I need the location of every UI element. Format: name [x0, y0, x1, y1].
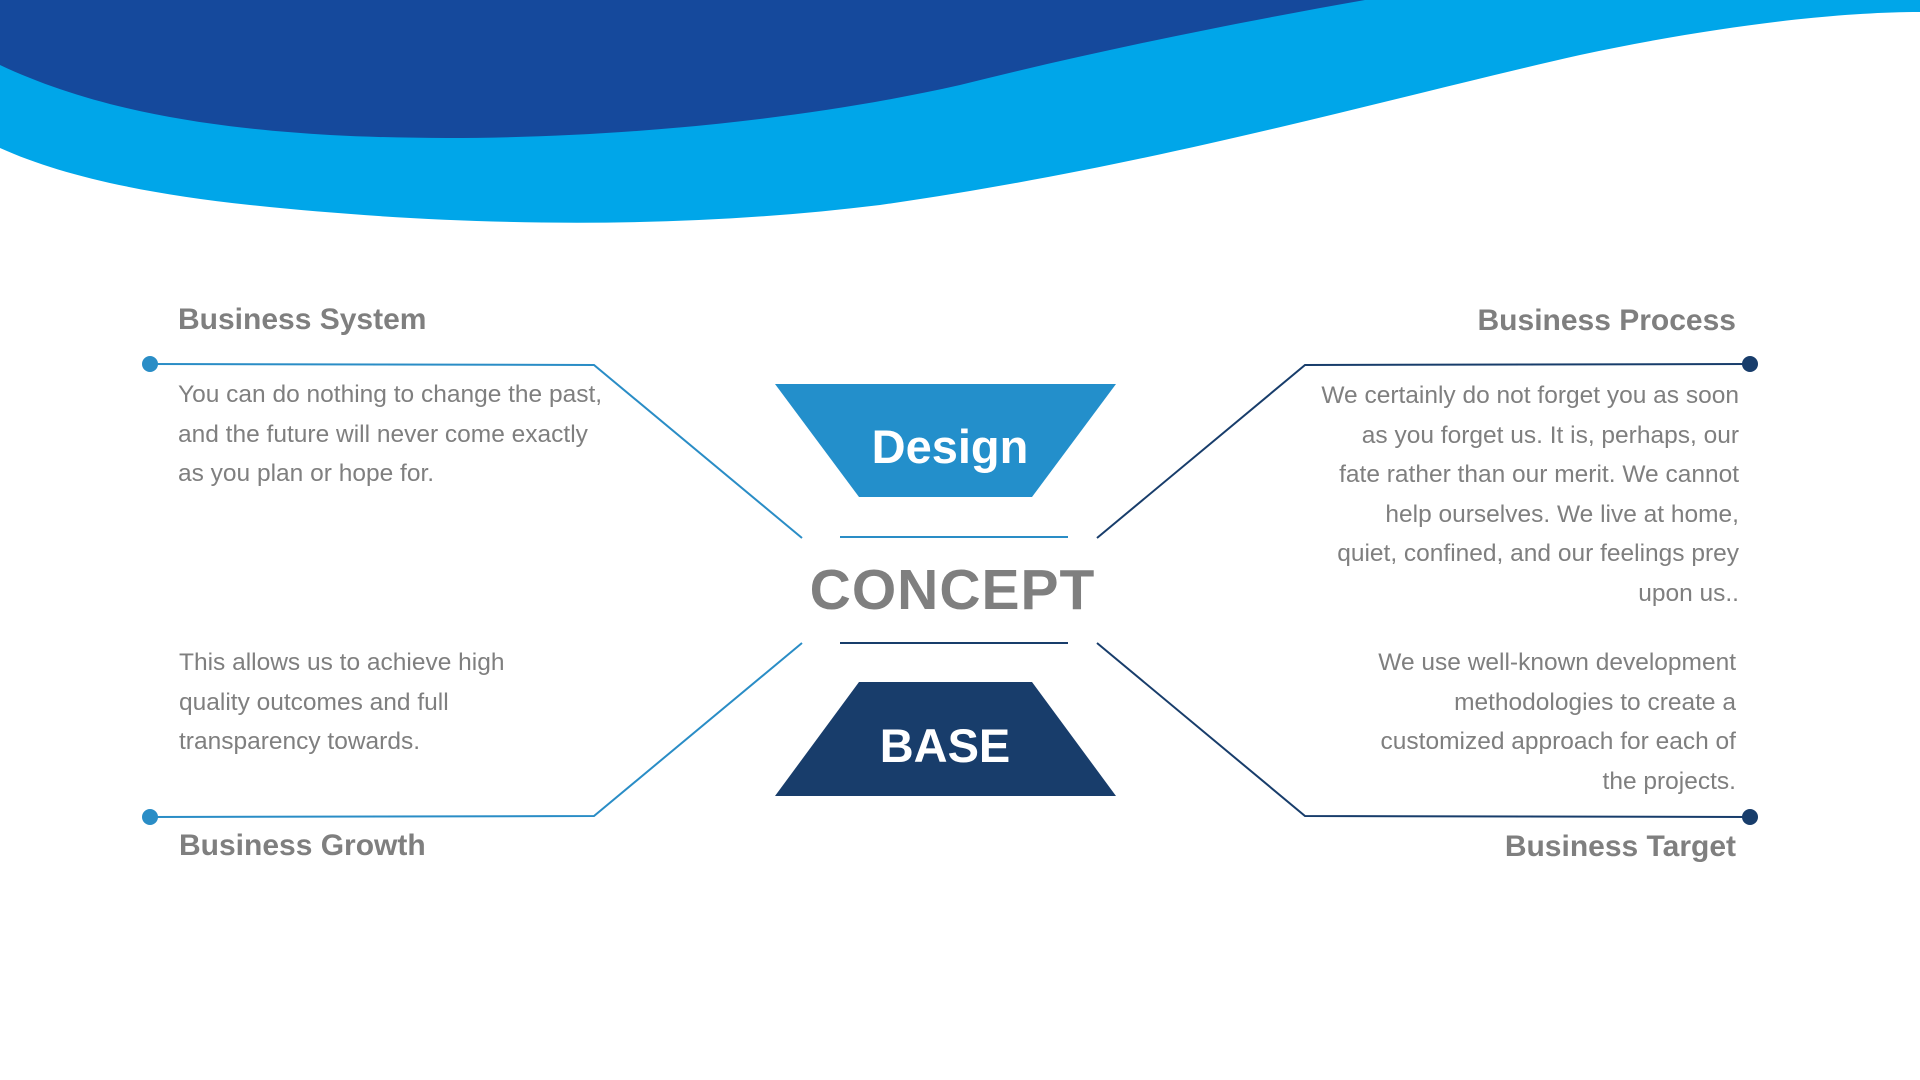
connector-top-right: [1096, 356, 1758, 539]
wave-dark-band: [0, 0, 1365, 138]
dot-bottom-right: [1742, 809, 1758, 825]
dot-top-left: [142, 356, 158, 372]
design-trapezoid: [775, 384, 1116, 497]
dot-bottom-left: [142, 809, 158, 825]
node-text-bottom-left: This allows us to achieve high quality o…: [179, 649, 505, 755]
node-text-top-right: We certainly do not forget you as soon a…: [1321, 382, 1739, 607]
connector-top-left: [142, 356, 803, 539]
node-title-top-left: Business System: [178, 303, 427, 336]
base-trapezoid: [775, 682, 1116, 796]
connector-bottom-right: [1096, 642, 1758, 825]
node-text-top-left: You can do nothing to change the past, a…: [178, 381, 603, 487]
design-label: Design: [871, 420, 1029, 473]
node-text-bottom-right: We use well-known development methodolog…: [1378, 649, 1736, 795]
base-label: BASE: [879, 719, 1011, 772]
dot-top-right: [1742, 356, 1758, 372]
node-title-bottom-right: Business Target: [1504, 830, 1736, 863]
node-title-bottom-left: Business Growth: [179, 829, 426, 862]
node-title-top-right: Business Process: [1477, 304, 1736, 337]
connector-bottom-left: [142, 642, 803, 825]
concept-label: CONCEPT: [809, 558, 1096, 622]
